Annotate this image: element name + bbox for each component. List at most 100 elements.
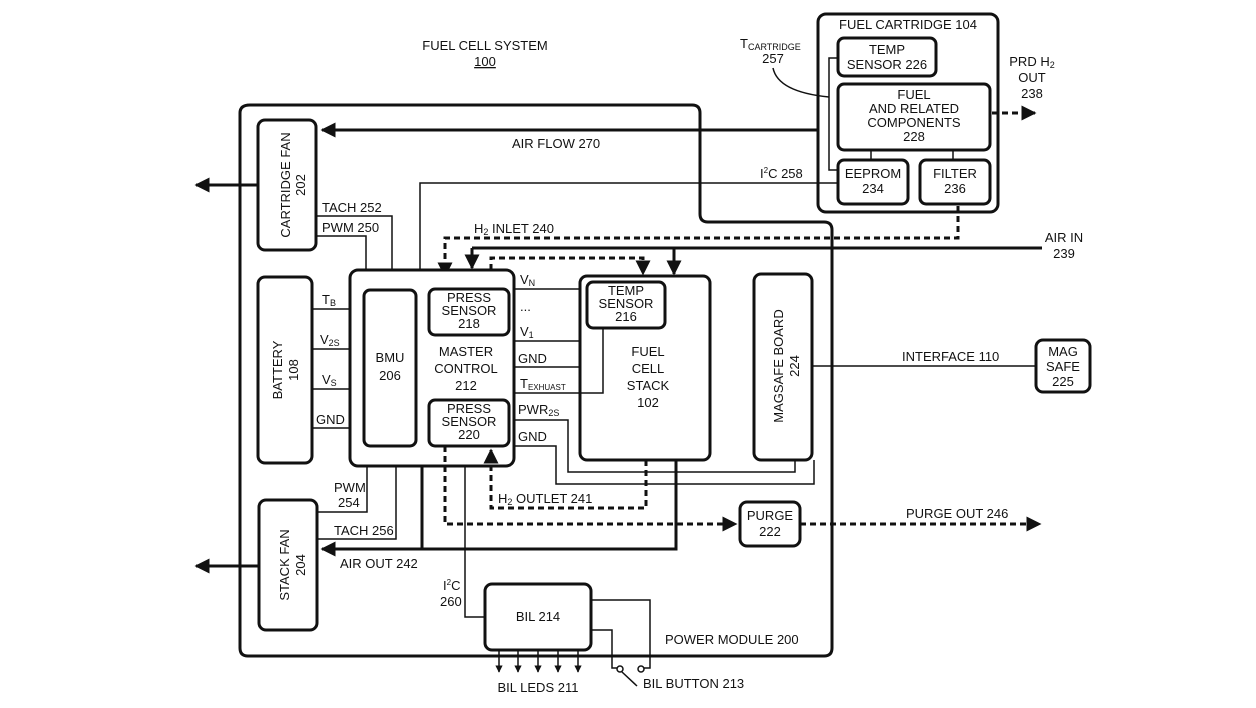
press-220-line1: PRESS — [447, 401, 491, 416]
press-sensor-218 — [427, 287, 511, 337]
v2s-label: V2S — [320, 332, 340, 348]
tach-256-line — [317, 466, 397, 540]
system-number: 100 — [474, 54, 496, 69]
h2-outlet-label: H2 OUTLET 241 — [498, 491, 592, 507]
stack-fan-line1: STACK FAN — [277, 529, 292, 600]
mag-safe-line3: 225 — [1052, 374, 1074, 389]
press-218-line3: 218 — [458, 316, 480, 331]
cartridge-fan-line2: 202 — [293, 174, 308, 196]
stack-line4: 102 — [637, 395, 659, 410]
prd-h2-out-line3: 238 — [1021, 86, 1043, 101]
switch-contact-a — [616, 665, 624, 673]
bil-led-arrows — [495, 650, 582, 673]
i2c-260-line — [464, 466, 485, 618]
purge-line2: 222 — [759, 524, 781, 539]
bil-button-wire-b — [591, 629, 617, 669]
air-in-line1: AIR IN — [1045, 230, 1083, 245]
press-sensor-220 — [427, 398, 511, 448]
temp-216-line1: TEMP — [608, 283, 644, 298]
vn-label: VN — [520, 272, 535, 288]
fuel-cartridge-label: FUEL CARTRIDGE 104 — [839, 17, 977, 32]
purge-in-line — [443, 446, 738, 532]
pwm-254-line — [317, 466, 368, 513]
temp-216-line3: 216 — [615, 309, 637, 324]
power-module-label: POWER MODULE 200 — [665, 632, 799, 647]
press-218-line2: SENSOR — [442, 303, 497, 318]
i2c-260-label: I2C — [443, 578, 460, 593]
air-in-line2: 239 — [1053, 246, 1075, 261]
air-out-arrow — [320, 460, 678, 557]
fuel-components-line1: FUEL — [897, 87, 930, 102]
master-control-line1: MASTER — [439, 344, 493, 359]
mag-safe-line2: SAFE — [1046, 359, 1080, 374]
gnd-batt-label: GND — [316, 412, 345, 427]
temp-sensor-226 — [836, 36, 938, 78]
magsafe-board-line1: MAGSAFE BOARD — [771, 309, 786, 422]
stack-line1: FUEL — [631, 344, 664, 359]
press-218-line1: PRESS — [447, 290, 491, 305]
air-flow-label: AIR FLOW 270 — [512, 136, 600, 151]
filter-line2: 236 — [944, 181, 966, 196]
pwm-254-line2: 254 — [338, 495, 360, 510]
system-title: FUEL CELL SYSTEM — [422, 38, 547, 53]
t-cartridge-label: TCARTRIDGE — [740, 36, 801, 52]
tach-252-line — [316, 215, 393, 270]
vs-label: VS — [322, 372, 337, 388]
cartridge-sensor-bus — [828, 57, 838, 171]
pwr-2s-line — [514, 419, 796, 473]
eeprom-line1: EEPROM — [845, 166, 901, 181]
pwm-250-label: PWM 250 — [322, 220, 379, 235]
h2-inlet-label: H2 INLET 240 — [474, 221, 554, 237]
battery-block — [256, 275, 314, 465]
stack-fan-line2: 204 — [293, 554, 308, 576]
i2c-258-line — [419, 182, 838, 270]
t-cartridge-leader — [772, 67, 830, 98]
bmu-block — [362, 288, 418, 448]
i2c-258-label: I2C 258 — [760, 166, 803, 181]
t-exhaust-label: TEXHUAST — [520, 376, 566, 392]
temp-sensor-226-line2: SENSOR 226 — [847, 57, 927, 72]
eeprom-line2: 234 — [862, 181, 884, 196]
fuel-components-228 — [836, 82, 992, 152]
eeprom-234 — [836, 158, 910, 206]
purge-out-label: PURGE OUT 246 — [906, 506, 1008, 521]
stack-line3: STACK — [627, 378, 670, 393]
bmu-line1: BMU — [376, 350, 405, 365]
bil-leds-label: BIL LEDS 211 — [498, 680, 579, 695]
temp-sensor-216 — [585, 280, 667, 330]
prd-h2-out-line2: OUT — [1018, 70, 1046, 85]
magsafe-board-line2: 224 — [787, 355, 802, 377]
master-control-line2: CONTROL — [434, 361, 498, 376]
gnd-magsafe-line — [514, 445, 815, 485]
stack-line2: CELL — [632, 361, 665, 376]
air-out-label: AIR OUT 242 — [340, 556, 418, 571]
fuel-components-line3: COMPONENTS — [867, 115, 961, 130]
tach-252-label: TACH 252 — [322, 200, 382, 215]
gnd-stack-label: GND — [518, 351, 547, 366]
v1-label: V1 — [520, 324, 534, 340]
filter-236 — [918, 158, 992, 206]
gnd-magsafe-label: GND — [518, 429, 547, 444]
interface-label: INTERFACE 110 — [902, 349, 999, 364]
h2-inlet-stack-line — [489, 256, 651, 276]
mag-safe-block — [1034, 338, 1092, 394]
press-220-line3: 220 — [458, 427, 480, 442]
battery-line2: 108 — [286, 359, 301, 381]
fuel-components-line2: AND RELATED — [869, 101, 959, 116]
power-module-boundary — [238, 103, 834, 658]
pwm-250-line — [316, 235, 367, 270]
filter-line1: FILTER — [933, 166, 977, 181]
ellipsis-label: ... — [520, 299, 531, 314]
bmu-line2: 206 — [379, 368, 401, 383]
fuel-components-line4: 228 — [903, 129, 925, 144]
h2-inlet-line — [437, 206, 960, 278]
pwr-2s-label: PWR2S — [518, 402, 559, 418]
t-exhaust-line — [514, 328, 604, 394]
temp-216-line2: SENSOR — [599, 296, 654, 311]
temp-sensor-226-line1: TEMP — [869, 42, 905, 57]
t-cartridge-number: 257 — [762, 51, 784, 66]
i2c-260-number: 260 — [440, 594, 462, 609]
bil-button-label: BIL BUTTON 213 — [643, 676, 744, 691]
mag-safe-line1: MAG — [1048, 344, 1078, 359]
